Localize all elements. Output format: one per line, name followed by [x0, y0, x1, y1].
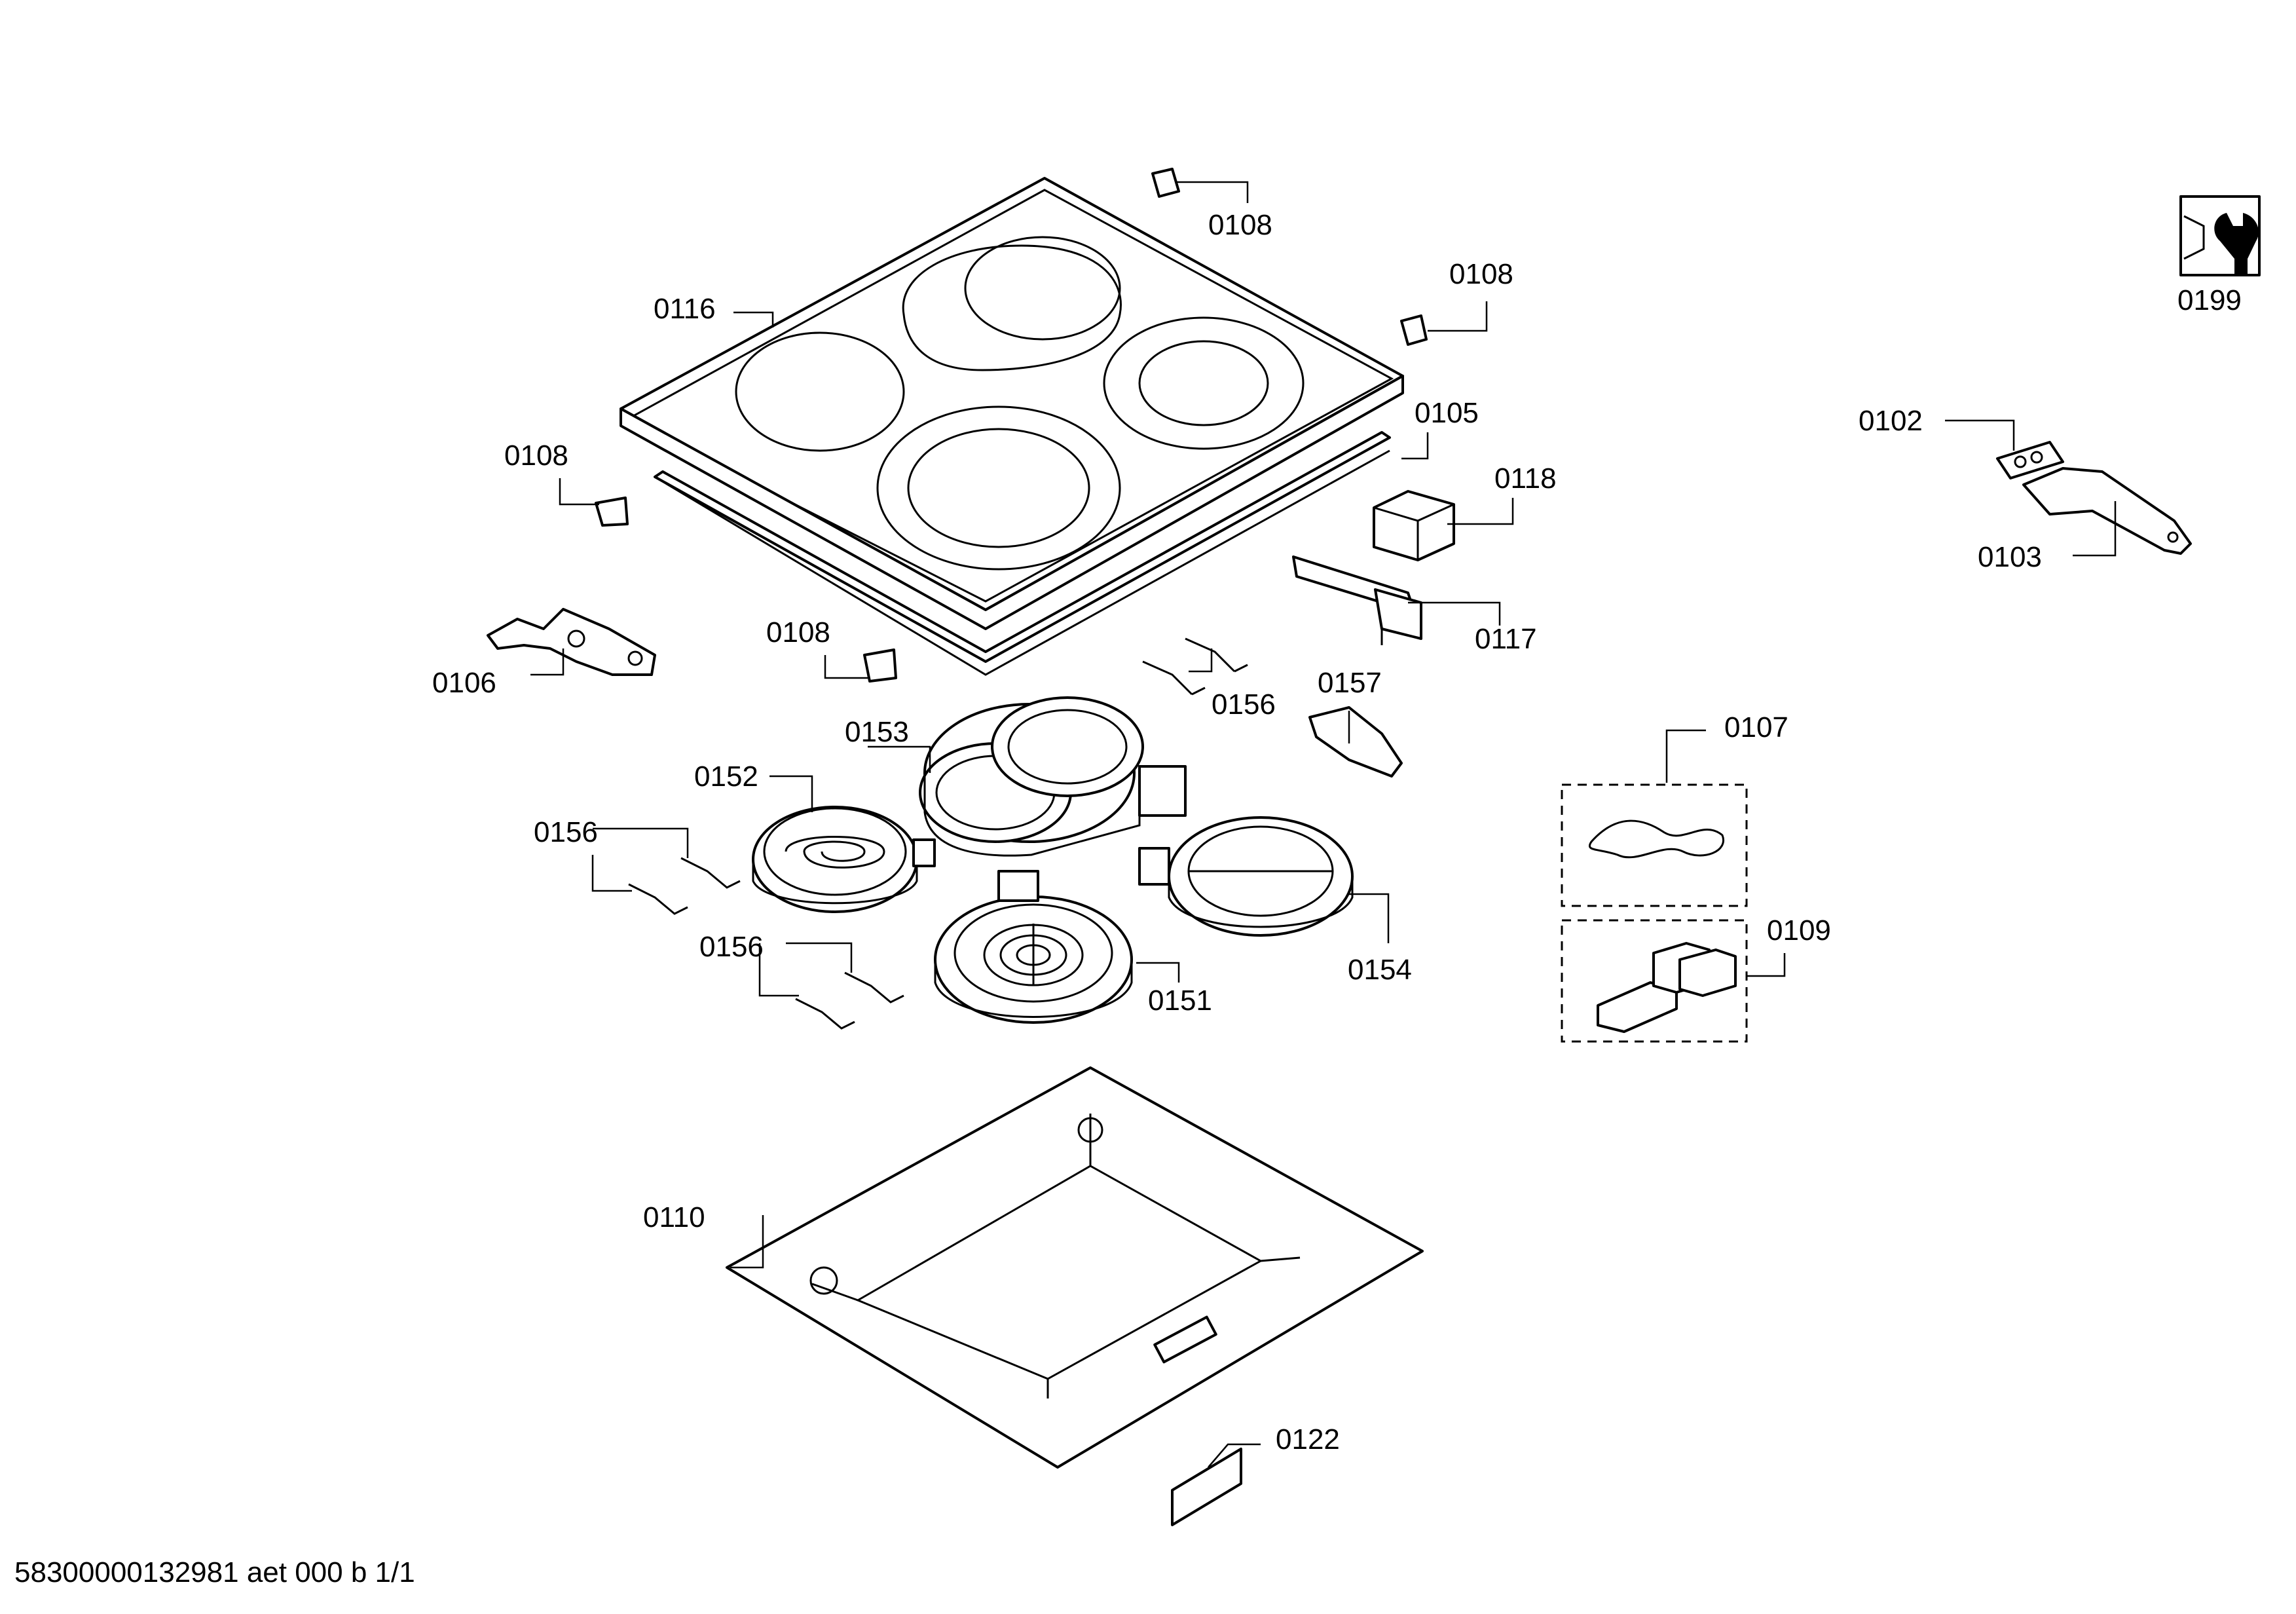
label-0151: 0151: [1148, 985, 1212, 1017]
label-0103: 0103: [1978, 541, 2042, 573]
clip-0108-left: [595, 497, 629, 527]
label-0152: 0152: [694, 760, 758, 793]
label-0106: 0106: [432, 667, 496, 699]
label-0107: 0107: [1724, 711, 1788, 743]
mounting-bracket-0103: [2022, 467, 2192, 555]
spring-clips-0156-mid: [628, 857, 741, 915]
leader-lines: [530, 181, 2117, 1468]
glass-ceramic-hob-top: [620, 177, 1404, 630]
heating-element-0154: [1138, 816, 1354, 937]
label-0156-top: 0156: [1212, 688, 1276, 721]
bottom-housing-0110: [726, 1066, 1424, 1469]
label-0154: 0154: [1348, 954, 1412, 986]
label-0153: 0153: [845, 716, 909, 748]
clip-0108-center: [863, 648, 897, 683]
label-0122: 0122: [1276, 1423, 1340, 1455]
document-reference-footer: 58300000132981 aet 000 b 1/1: [14, 1556, 415, 1588]
label-0108-center: 0108: [766, 616, 830, 648]
label-0108-right: 0108: [1449, 258, 1513, 290]
kit-box-0109: [1561, 919, 1748, 1043]
spring-clips-0156-bottom: [795, 971, 904, 1030]
clip-0108-top: [1151, 168, 1180, 198]
mounting-plate-0102: [1996, 441, 2064, 479]
label-0118: 0118: [1494, 462, 1557, 495]
label-0108-top: 0108: [1208, 209, 1272, 241]
label-0199: 0199: [2177, 284, 2242, 316]
heating-element-0153: [919, 696, 1187, 857]
kit-box-0107: [1561, 783, 1748, 907]
spring-clips-0156-top: [1142, 637, 1248, 696]
heating-element-0151: [934, 870, 1133, 1024]
bracket-0106: [487, 608, 656, 676]
label-0156-mid: 0156: [534, 816, 598, 848]
switch-0118: [1373, 490, 1455, 561]
frame-seal: [654, 431, 1391, 676]
label-0105: 0105: [1415, 397, 1479, 429]
label-0110: 0110: [643, 1201, 705, 1233]
clip-0108-right: [1400, 314, 1428, 346]
service-tool-icon: [2179, 195, 2261, 276]
label-0102: 0102: [1859, 405, 1923, 437]
label-0156-bottom: 0156: [699, 931, 764, 963]
wiring-harness-0117: [1292, 555, 1422, 645]
label-0157: 0157: [1318, 667, 1382, 699]
label-0108-left: 0108: [504, 440, 568, 472]
rating-label-0122: [1171, 1448, 1242, 1526]
heating-element-0152: [752, 806, 936, 913]
support-0157: [1308, 706, 1403, 778]
label-0117: 0117: [1475, 623, 1537, 655]
label-0109: 0109: [1767, 914, 1831, 947]
label-0116: 0116: [654, 293, 716, 325]
